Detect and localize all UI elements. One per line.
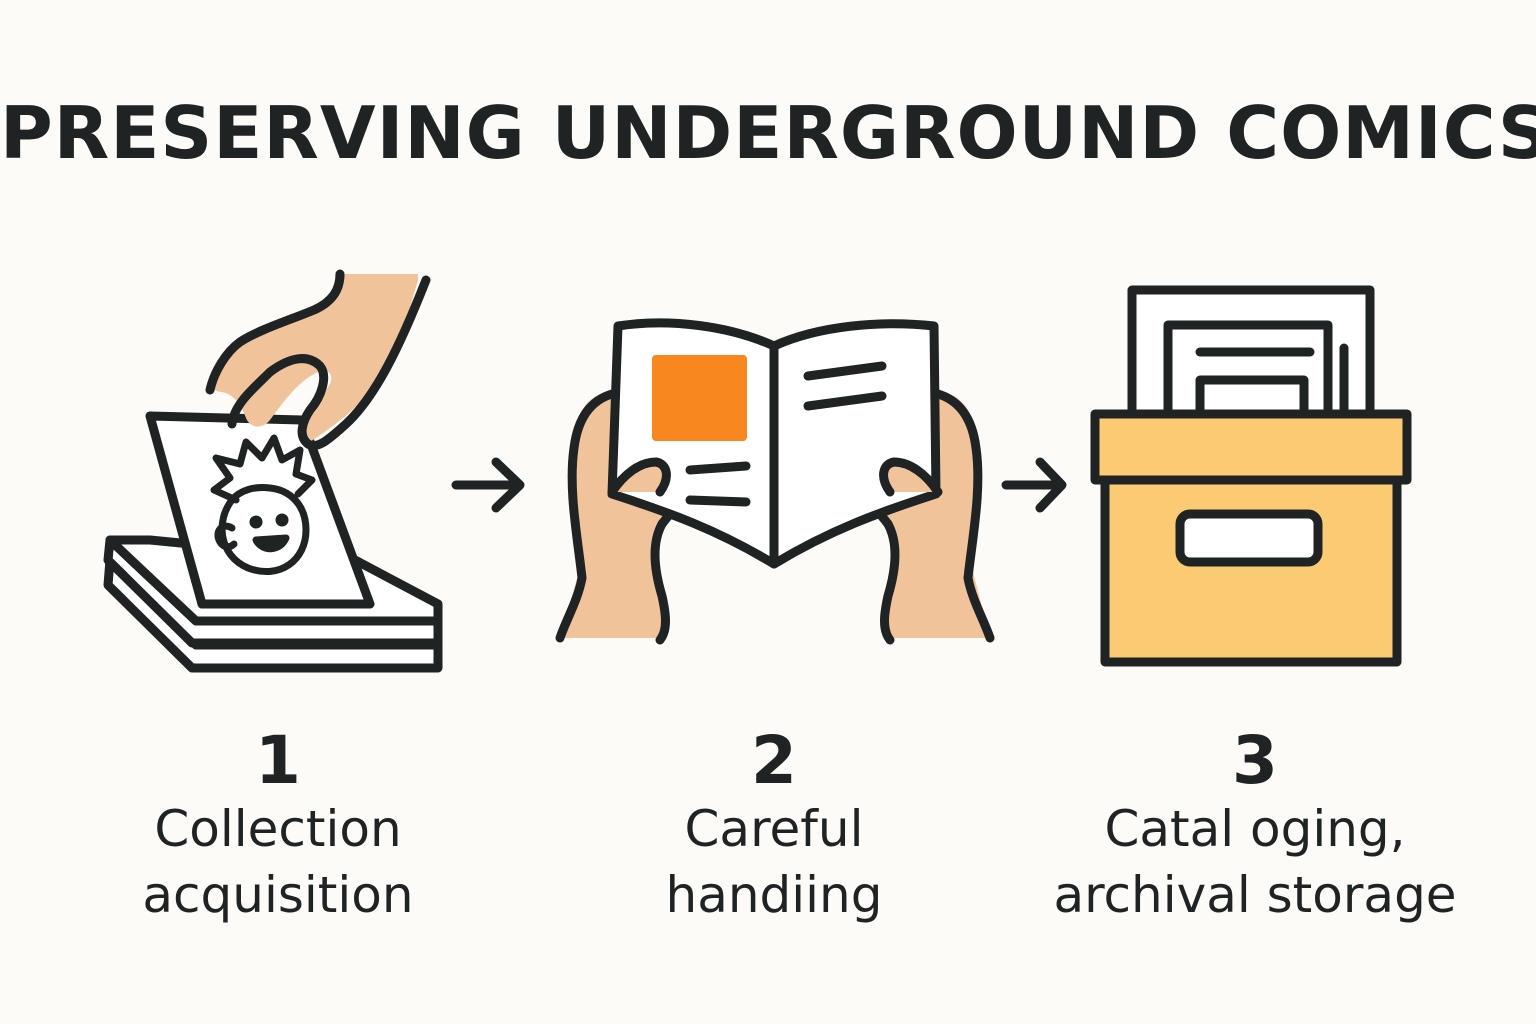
cartoon-face-icon	[210, 434, 316, 576]
box-label	[1175, 509, 1323, 567]
step-label-line2: handiing	[665, 866, 883, 924]
step-collection-acquisition: 1 Collection acquisition	[18, 726, 538, 928]
step-number: 1	[255, 722, 301, 799]
hand-picking-comic-icon	[103, 269, 443, 673]
step-careful-handling: 2 Careful handiing	[514, 726, 1034, 928]
arrow-right-icon	[451, 457, 525, 513]
page-title: PRESERVING UNDERGROUND COMICS	[0, 91, 1536, 175]
archival-box-icon	[1090, 285, 1412, 667]
step-label-line1: Careful	[684, 800, 864, 858]
step-label-line2: archival storage	[1053, 866, 1457, 924]
comic-panel	[652, 355, 747, 441]
step-number: 2	[751, 722, 797, 799]
step-number: 3	[1232, 722, 1278, 799]
step-label-line1: Catal oging,	[1104, 800, 1406, 858]
step-label-line2: acquisition	[142, 866, 414, 924]
hand-outline	[205, 269, 431, 450]
comic-page	[145, 411, 375, 609]
arrow-right-icon	[1001, 457, 1067, 513]
box-body	[1100, 475, 1402, 667]
box-lid	[1090, 409, 1412, 485]
open-comic-book	[607, 318, 941, 569]
step-label-line1: Collection	[154, 800, 402, 858]
step-cataloging-storage: 3 Catal oging, archival storage	[995, 726, 1515, 928]
hands-holding-open-comic-icon	[555, 318, 995, 645]
